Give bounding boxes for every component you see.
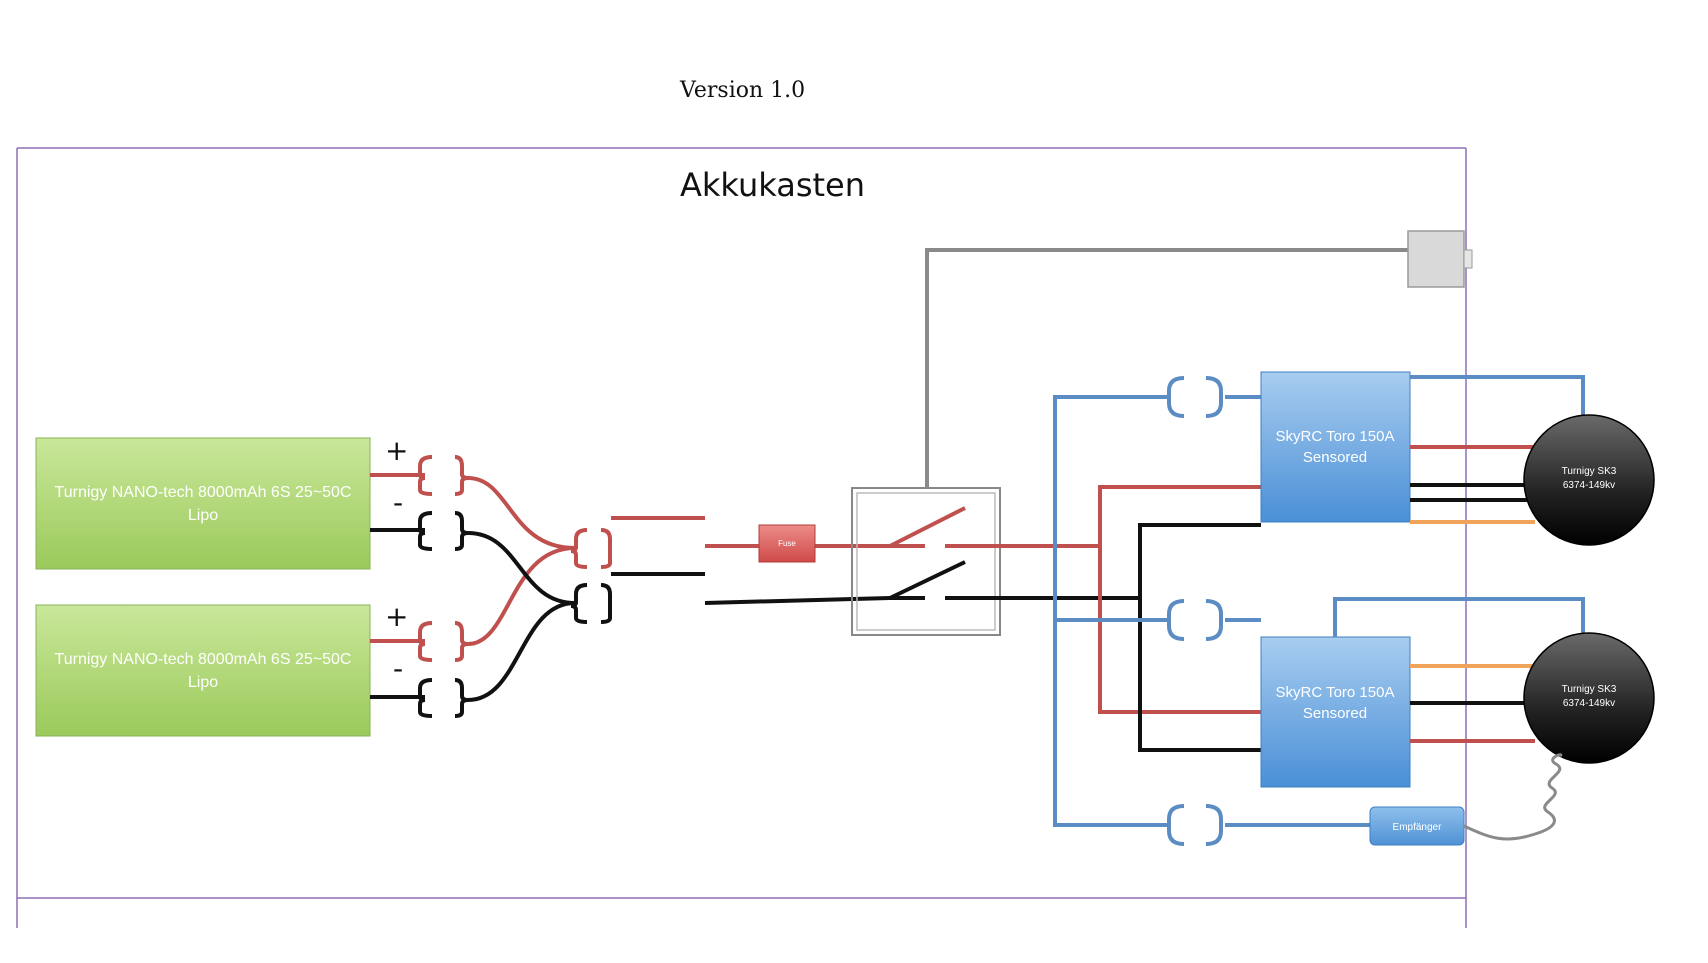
fuse-label: Fuse [778,539,796,548]
main-supply-lines [611,516,891,605]
switch-indicator [1407,230,1465,288]
frame-title: Akkukasten [680,166,865,204]
motor-1-model: Turnigy SK3 [1562,466,1617,477]
battery-2-plus-sign: + [385,600,408,633]
esc-2-label: SkyRC Toro 150A [1276,684,1395,701]
motor-2-model: Turnigy SK3 [1562,684,1617,695]
battery-connectors [418,455,469,718]
battery-leads [370,473,425,699]
battery-2-type: Lipo [188,674,218,691]
power-distribution [1000,485,1261,752]
battery-1: Turnigy NANO-tech 8000mAh 6S 25~50C Lipo [35,437,371,570]
battery-1-type: Lipo [188,507,218,524]
battery-1-label: Turnigy NANO-tech 8000mAh 6S 25~50C [55,484,352,501]
battery-1-plus-sign: + [385,434,408,467]
merged-connectors [570,528,612,624]
battery-1-minus-sign: - [393,486,403,519]
esc-1: SkyRC Toro 150A Sensored [1260,371,1411,523]
esc-1-label: SkyRC Toro 150A [1276,428,1395,445]
motor-1-kv: 6374-149kv [1563,480,1615,491]
sensor-cable [1463,753,1563,841]
battery-2: Turnigy NANO-tech 8000mAh 6S 25~50C Lipo [35,604,371,737]
esc-2-mode: Sensored [1303,705,1367,722]
receiver-label: Empfänger [1393,822,1443,833]
motor-2: Turnigy SK3 6374-149kv [1523,632,1655,764]
main-switch [851,487,1001,636]
version-label: Version 1.0 [679,78,805,103]
fuse: Fuse [758,524,816,563]
motor-2-kv: 6374-149kv [1563,698,1615,709]
esc-motor-wires [1333,375,1585,743]
parallel-harness [467,476,576,702]
esc-1-mode: Sensored [1303,449,1367,466]
esc-2: SkyRC Toro 150A Sensored [1260,636,1411,788]
receiver: Empfänger [1369,806,1465,846]
motor-1: Turnigy SK3 6374-149kv [1523,414,1655,546]
battery-2-label: Turnigy NANO-tech 8000mAh 6S 25~50C [55,651,352,668]
battery-box-frame [16,147,1467,928]
switch-indicator-wire [925,230,1473,488]
battery-2-minus-sign: - [393,652,403,685]
signal-bus [1053,376,1370,846]
